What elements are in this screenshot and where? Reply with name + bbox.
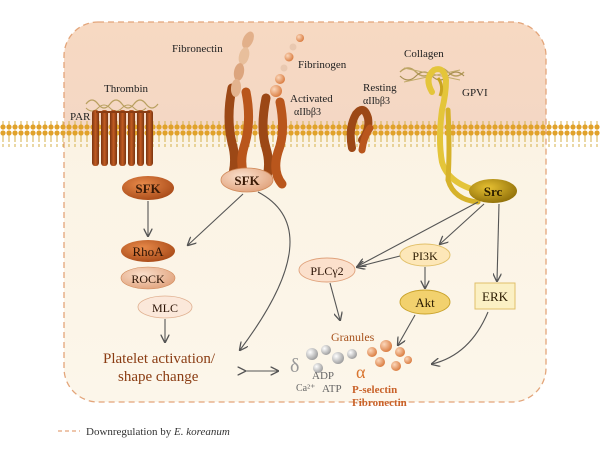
thrombin-label: Thrombin [104, 83, 148, 95]
adp-label: ADP [312, 370, 334, 382]
atp-label: ATP [322, 383, 342, 395]
arrow-erk-granules [432, 311, 489, 364]
resting-label: Resting [363, 82, 397, 94]
cell-body [64, 22, 546, 402]
akt-node: Akt [399, 289, 451, 315]
plcg2-node: PLCγ2 [298, 257, 356, 283]
sfk-left-label: SFK [135, 181, 161, 196]
arrow-src-pi3k [440, 203, 485, 244]
delta-label: δ [290, 355, 299, 377]
par-label: PAR [70, 111, 91, 123]
pselectin-label: P-selectin [352, 384, 397, 396]
ca-label: Ca²⁺ [296, 383, 315, 394]
gpvi-label: GPVI [462, 87, 488, 99]
plcg2-label: PLCγ2 [310, 264, 343, 278]
rock-label: ROCK [131, 272, 165, 286]
mlc-node: MLC [137, 295, 193, 319]
erk-node: ERK [474, 282, 516, 310]
alpha-label: α [356, 362, 366, 382]
akt-label: Akt [415, 295, 435, 310]
pi3k-label: PI3K [412, 249, 438, 263]
par-receptor [85, 99, 159, 166]
granule-balls [306, 340, 412, 373]
arrow-src-plcg2 [358, 201, 479, 266]
fibrinogen-beads [270, 34, 304, 97]
platelet-line2-label: shape change [118, 369, 199, 385]
arrow-sfk-platelet [240, 191, 291, 350]
fibronectin-chain [230, 31, 254, 97]
src-label: Src [484, 184, 503, 199]
sfk-mid-node: SFK [220, 167, 274, 193]
granules-label: Granules [331, 330, 375, 344]
arrow-sfk-rhoa-mid [188, 193, 244, 245]
activated-sub-label: αIIbβ3 [294, 107, 321, 118]
fibronectin-top-label: Fibronectin [172, 43, 223, 55]
collagen-label: Collagen [404, 48, 444, 60]
resting-integrin [346, 105, 374, 154]
rock-node: ROCK [120, 266, 176, 290]
resting-sub-label: αIIbβ3 [363, 96, 390, 107]
svg-text:Downregulation by E. koreanum: Downregulation by E. koreanum [86, 426, 230, 438]
arrow-plcg2-granules [329, 282, 340, 320]
sfk-mid-label: SFK [234, 173, 260, 188]
rhoa-node: RhoA [121, 240, 175, 262]
src-node: Src [469, 179, 517, 203]
fibrinogen-label: Fibrinogen [298, 59, 347, 71]
cell-dashed-border [63, 21, 547, 403]
legend-text: Downregulation by [86, 426, 174, 438]
arrow-pi3k-plcg2 [357, 255, 401, 267]
mlc-label: MLC [152, 301, 178, 315]
legend: Downregulation by E. koreanum [58, 426, 230, 438]
arrow-src-erk [497, 203, 499, 281]
activated-label: Activated [290, 93, 333, 105]
pi3k-node: PI3K [399, 243, 451, 267]
arrow-akt-granules [398, 314, 416, 345]
gpvi-receptor [425, 66, 485, 205]
erk-label: ERK [482, 289, 509, 304]
pathway-arrows [148, 191, 499, 364]
platelet-line1-label: Platelet activation/ [103, 351, 216, 367]
sfk-left-node: SFK [122, 176, 174, 200]
legend-species: E. koreanum [173, 426, 230, 438]
fibronectin-granule-label: Fibronectin [352, 397, 407, 409]
rhoa-label: RhoA [132, 244, 164, 259]
membrane-bilayer [0, 121, 600, 147]
